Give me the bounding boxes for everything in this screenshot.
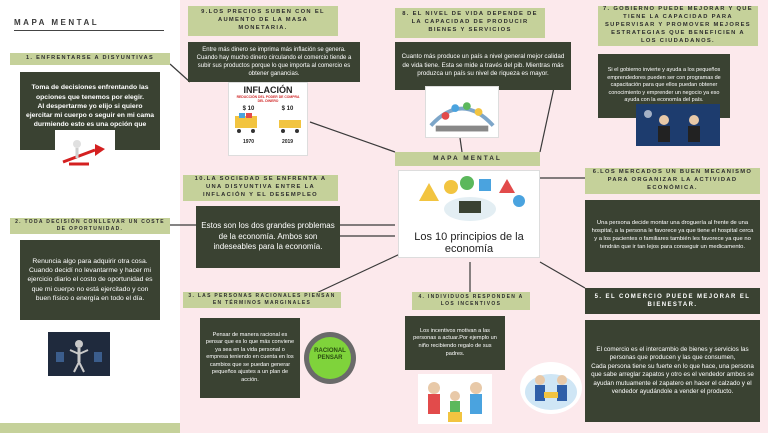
p2-text-box: Renuncia algo para adquirir otra cosa. C… <box>20 240 160 320</box>
p4-header: 4. INDIVIDUOS RESPONDEN A LOS INCENTIVOS <box>412 292 530 310</box>
rational-image-text: RACIONAL PENSAR <box>314 348 346 361</box>
p5-header: 5. EL COMERCIO PUEDE MEJORAR EL BIENESTA… <box>585 288 760 314</box>
p9-text-box: Entre más dinero se imprima más inflació… <box>188 42 360 82</box>
p2-header: 2. TODA DECISIÓN CONLLEVAR UN COSTE DE O… <box>10 218 170 234</box>
inflation-cart-icon <box>235 113 301 133</box>
p4-gift-image <box>418 374 492 424</box>
p9-inflation-image: INFLACIÓN REDUCCIÓN DEL PODER DE COMPRA … <box>228 82 308 156</box>
inflation-price-left: $ 10 <box>242 106 255 112</box>
p7-text-box: Si el gobierno invierte y ayuda a los pe… <box>598 54 730 118</box>
p6-header: 6.LOS MERCADOS UN BUEN MECANISMO PARA OR… <box>585 168 760 194</box>
p1-choice-illustration <box>55 130 115 172</box>
p5-trade-image <box>520 362 582 414</box>
p5-text-box: El comercio es el intercambio de bienes … <box>585 320 760 422</box>
inflation-price-right: $ 10 <box>281 106 294 112</box>
center-image: Los 10 principios de la economía <box>398 170 540 258</box>
inflation-year-left: 1970 <box>242 139 255 145</box>
p6-text-box: Una persona decide montar una droguería … <box>585 200 760 272</box>
inflation-year-right: 2019 <box>281 139 294 145</box>
p2-person-illustration <box>48 332 110 376</box>
inflation-image-subtitle: REDUCCIÓN DEL PODER DE COMPRA DEL DINERO <box>236 95 300 103</box>
p7-header: 7. GOBIERNO PUEDE MEJORAR Y QUE TIENE LA… <box>598 6 758 46</box>
center-header: MAPA MENTAL <box>395 152 540 166</box>
bottom-band <box>0 423 180 433</box>
p8-production-image <box>425 86 499 138</box>
p8-text-box: Cuanto más produce un país a nivel gener… <box>395 42 571 90</box>
p10-text-box: Estos son los dos grandes problemas de l… <box>196 206 340 268</box>
p10-header: 10.LA SOCIEDAD SE ENFRENTA A UNA DISYUNT… <box>183 175 338 201</box>
page-title: MAPA MENTAL <box>14 18 100 27</box>
p8-header: 8. EL NIVEL DE VIDA DEPENDE DE LA CAPACI… <box>395 8 545 38</box>
center-title: Los 10 principios de la economía <box>414 231 524 255</box>
p3-text-box: Pensar de manera racional es pensar que … <box>200 318 300 398</box>
p7-government-image <box>636 104 720 146</box>
p3-rational-image: RACIONAL PENSAR <box>302 330 358 386</box>
p3-header: 3. LAS PERSONAS RACIONALES PIENSAN EN TÉ… <box>183 292 341 308</box>
inflation-image-title: INFLACIÓN <box>243 85 293 95</box>
p4-text-box: Los incentivos motivan a las personas a … <box>405 316 505 370</box>
p9-header: 9.LOS PRECIOS SUBEN CON EL AUMENTO DE LA… <box>188 6 338 36</box>
p1-header: 1. ENFRENTARSE A DISYUNTIVAS <box>10 53 170 65</box>
title-divider <box>14 30 164 31</box>
p1-text-box: Toma de decisiones enfrentando las opcio… <box>20 72 160 150</box>
economy-icons <box>419 176 525 221</box>
